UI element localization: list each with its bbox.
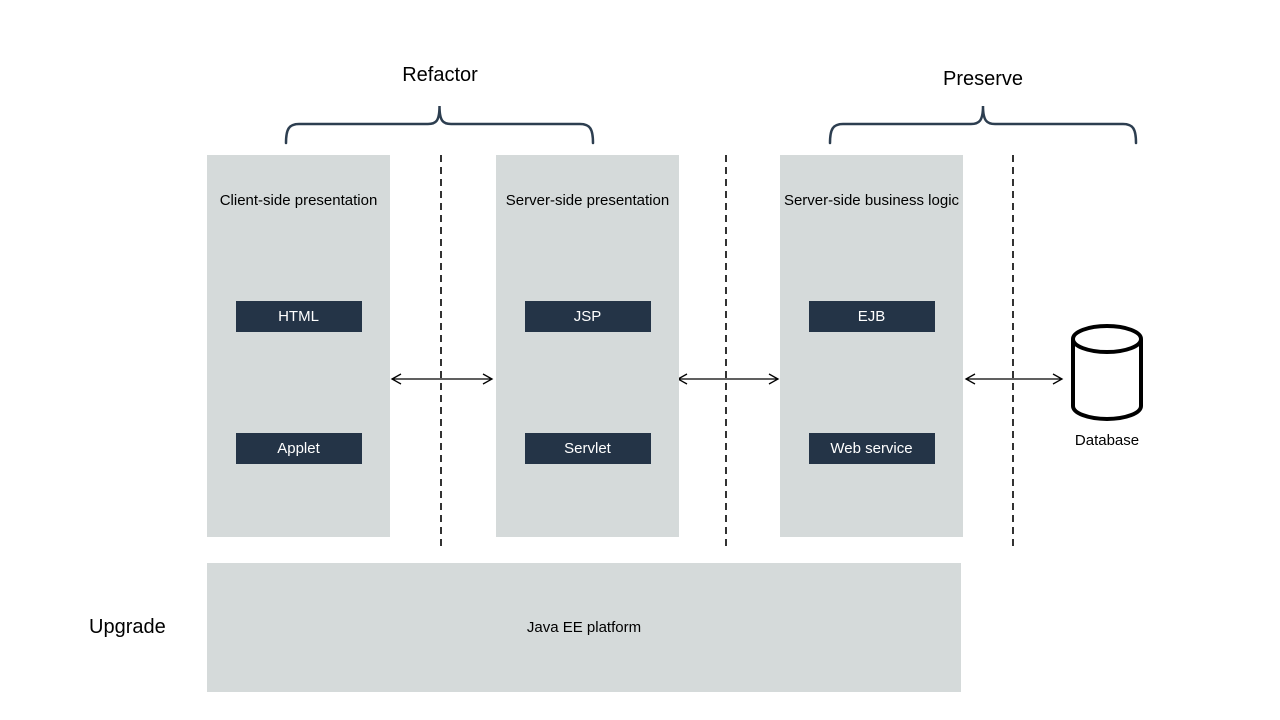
preserve-brace [828,105,1138,145]
column-title: Client-side presentation [219,192,378,209]
tech-box-servlet: Servlet [524,433,651,464]
database-label: Database [1074,432,1140,449]
column-server-side-presentation: Server-side presentation JSP Servlet [496,155,679,537]
column-client-side-presentation: Client-side presentation HTML Applet [207,155,390,537]
tech-box-applet: Applet [235,433,362,464]
platform-label: Java EE platform [526,619,642,636]
bidirectional-arrow-2 [676,373,780,385]
refactor-label: Refactor [402,64,478,86]
tech-box-jsp: JSP [524,301,651,332]
column-server-side-business-logic: Server-side business logic EJB Web servi… [780,155,963,537]
bidirectional-arrow-1 [390,373,494,385]
tech-box-web-service: Web service [808,433,935,464]
database-cylinder-icon [1071,324,1143,421]
column-title: Server-side business logic [783,192,960,209]
tech-box-html: HTML [235,301,362,332]
java-ee-platform-bar: Java EE platform [207,563,961,692]
upgrade-label: Upgrade [89,616,166,638]
tech-box-ejb: EJB [808,301,935,332]
preserve-label: Preserve [942,68,1024,90]
refactor-brace [284,105,595,145]
column-title: Server-side presentation [505,192,670,209]
bidirectional-arrow-3 [964,373,1064,385]
